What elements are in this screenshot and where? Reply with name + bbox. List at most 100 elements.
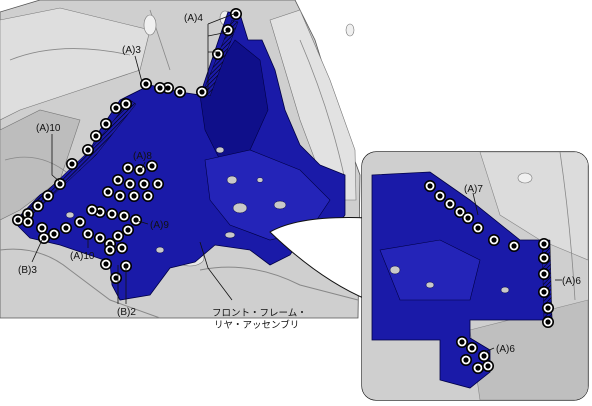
- weld-point-center: [541, 271, 547, 277]
- weld-point-center: [475, 225, 481, 231]
- part-name-line2: リヤ・アッセンブリ: [214, 319, 299, 331]
- label-a10-top: (A)10: [36, 123, 61, 134]
- leader-a3: [134, 55, 143, 83]
- weld-point-center: [541, 241, 547, 247]
- weld-point-center: [457, 209, 463, 215]
- part-name-line1: フロント・フレーム・: [212, 308, 307, 319]
- body-hole: [345, 23, 355, 37]
- weld-point-center: [25, 219, 31, 225]
- label-b3: (B)3: [18, 265, 37, 276]
- weld-point-center: [469, 345, 475, 351]
- weld-point-center: [25, 211, 31, 217]
- weld-point-center: [545, 305, 551, 311]
- weld-point-center: [85, 231, 91, 237]
- weld-point-center: [177, 89, 183, 95]
- label-a7: (A)7: [464, 184, 483, 195]
- weld-point-center: [427, 183, 433, 189]
- leader-lines: [31, 12, 562, 353]
- body-panel-right: [269, 9, 357, 201]
- weld-point-center: [69, 161, 75, 167]
- weld-point-center: [511, 243, 517, 249]
- weld-point-center: [41, 235, 47, 241]
- weld-point-center: [465, 215, 471, 221]
- weld-point-center: [123, 101, 129, 107]
- weld-point-center: [89, 207, 95, 213]
- weld-point-center: [475, 365, 481, 371]
- weld-point-center: [117, 193, 123, 199]
- weld-point-center: [105, 189, 111, 195]
- inset-body-panel: [479, 152, 588, 261]
- weld-point-center: [107, 247, 113, 253]
- weld-point-center: [63, 225, 69, 231]
- weld-point-center: [113, 275, 119, 281]
- inset-view: [269, 151, 589, 401]
- weld-point-center: [485, 363, 491, 369]
- inset-frame-hole: [500, 286, 510, 294]
- frame-hole: [215, 146, 225, 154]
- weld-point-center: [97, 235, 103, 241]
- leader-a8: [139, 161, 146, 173]
- body-lower-rail: [0, 248, 359, 319]
- weld-point-center: [541, 255, 547, 261]
- callout-labels: (A)4 (A)3 (A)10 (A)8 (A)9 (A)10 (B)3 (B)…: [18, 13, 581, 355]
- inset-frame-face: [379, 239, 481, 301]
- label-a3: (A)3: [122, 45, 141, 56]
- label-a6-bottom: (A)6: [496, 344, 515, 355]
- frame-hole: [273, 200, 287, 210]
- frame-hole: [155, 246, 165, 254]
- weld-point-center: [225, 27, 231, 33]
- leader-a4: [207, 12, 237, 92]
- inset-body-edge: [559, 152, 576, 301]
- label-a4: (A)4: [184, 13, 203, 24]
- main-view: [0, 0, 361, 319]
- label-a6-right: (A)6: [562, 276, 581, 287]
- weld-point-center: [141, 181, 147, 187]
- weld-point-center: [459, 339, 465, 345]
- weld-point-center: [15, 217, 21, 223]
- weld-point-center: [145, 193, 151, 199]
- weld-point-center: [491, 237, 497, 243]
- weld-point-center: [149, 163, 155, 169]
- label-a10-bottom: (A)10: [70, 251, 95, 262]
- weld-point-center: [103, 261, 109, 267]
- leader-b3: [31, 239, 43, 263]
- weld-point-center: [157, 85, 163, 91]
- weld-point-center: [93, 133, 99, 139]
- weld-point-center: [109, 211, 115, 217]
- weld-point-center: [127, 181, 133, 187]
- weld-point-center: [233, 11, 239, 17]
- weld-points: [12, 8, 554, 374]
- weld-point-center: [85, 147, 91, 153]
- leader-b2: [117, 265, 127, 304]
- inset-body-hole: [517, 172, 533, 184]
- weld-point-center: [481, 353, 487, 359]
- label-a9: (A)9: [150, 220, 169, 231]
- weld-point-center: [51, 231, 57, 237]
- weld-point-center: [119, 245, 125, 251]
- frame-hole: [226, 175, 238, 185]
- weld-point-center: [143, 81, 149, 87]
- weld-point-center: [447, 201, 453, 207]
- leader-part-name: [199, 241, 233, 301]
- inset-frame-hole: [425, 281, 435, 289]
- leader-a10-top: [51, 134, 61, 183]
- weld-point-center: [437, 193, 443, 199]
- weld-point-center: [115, 177, 121, 183]
- weld-point-center: [463, 357, 469, 363]
- weld-point-center: [131, 193, 137, 199]
- frame-hole: [232, 202, 248, 214]
- weld-point-center: [545, 319, 551, 325]
- frame-hole: [224, 231, 236, 239]
- weld-point-center: [113, 105, 119, 111]
- weld-point-center: [77, 219, 83, 225]
- frame-hole: [65, 211, 75, 219]
- weld-point-center: [121, 213, 127, 219]
- weld-point-center: [125, 165, 131, 171]
- leader-a6-bottom: [484, 347, 495, 353]
- weld-point-center: [97, 209, 103, 215]
- weld-point-center: [35, 203, 41, 209]
- body-hole: [143, 14, 157, 36]
- weld-point-center: [57, 181, 63, 187]
- weld-point-center: [39, 225, 45, 231]
